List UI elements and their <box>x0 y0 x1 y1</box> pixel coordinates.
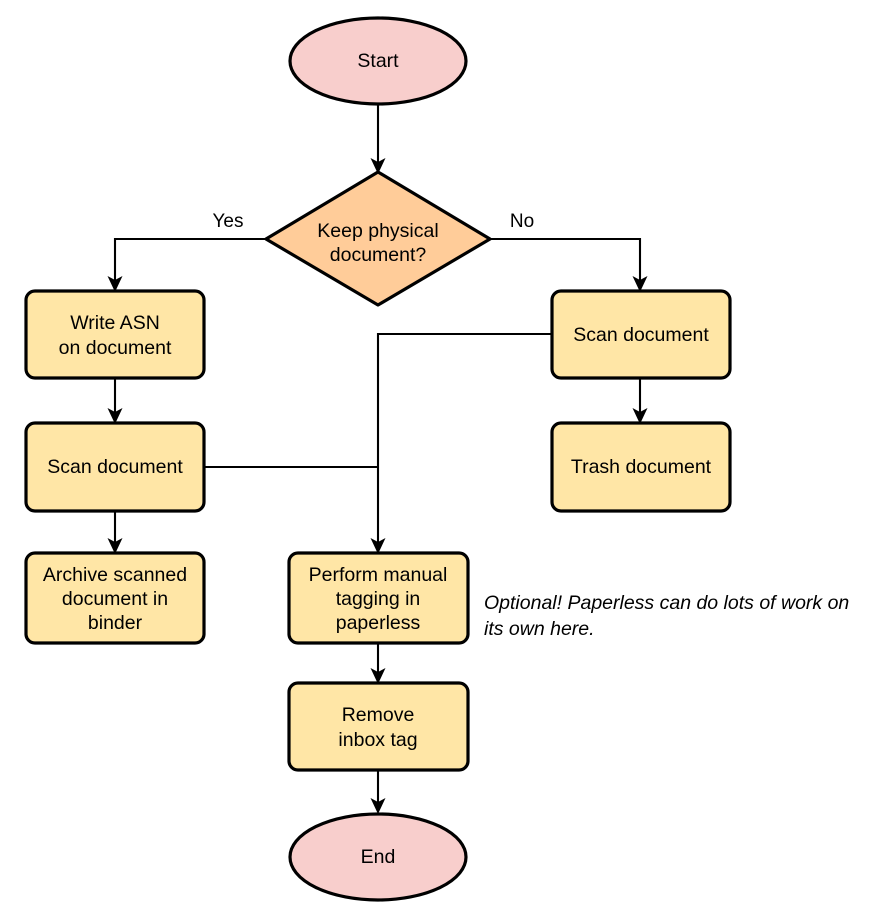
process-box[interactable] <box>550 289 732 380</box>
node-trash-document[interactable]: Trash document <box>550 421 732 513</box>
process-box[interactable] <box>24 289 206 380</box>
arrowhead-icon <box>370 668 386 684</box>
edge-tagging-to-remove-inbox <box>370 644 386 684</box>
edge-start-to-decision <box>370 104 386 174</box>
arrowhead-icon <box>632 408 648 424</box>
edge-remove-inbox-to-end <box>370 770 386 814</box>
process-box[interactable] <box>287 681 470 772</box>
node-decision-keep-physical-document[interactable]: Keep physical document? <box>264 170 492 307</box>
node-write-asn-on-document[interactable]: Write ASN on document <box>24 289 206 380</box>
node-label-end: End <box>361 846 396 868</box>
annotation-optional-paperless: Optional! Paperless can do lots of work … <box>484 592 849 640</box>
node-label-archive-line1: Archive scanned <box>43 564 187 586</box>
edge-scan-right-to-trash <box>632 378 648 424</box>
arrowhead-icon <box>632 276 648 292</box>
edge-label-yes: Yes <box>213 211 244 232</box>
node-perform-manual-tagging[interactable]: Perform manual tagging in paperless <box>287 551 470 645</box>
node-label-write-asn-line2: on document <box>59 337 172 359</box>
arrowhead-icon <box>107 276 123 292</box>
start-ellipse[interactable] <box>288 16 468 106</box>
decision-diamond[interactable] <box>264 170 492 307</box>
node-start[interactable]: Start <box>288 16 468 106</box>
node-end[interactable]: End <box>288 812 468 902</box>
node-label-start: Start <box>357 50 399 72</box>
edge-scan-left-to-archive <box>107 512 123 554</box>
node-label-tagging-line2: tagging in <box>336 588 421 610</box>
edge-line <box>490 237 642 284</box>
node-label-remove-inbox-line2: inbox tag <box>338 729 417 751</box>
node-scan-document-right[interactable]: Scan document <box>550 289 732 380</box>
edge-label-no: No <box>510 211 534 232</box>
edge-scan-right-to-tagging <box>370 332 552 554</box>
node-scan-document-left[interactable]: Scan document <box>24 421 206 513</box>
edge-decision-no-to-scan-right: No <box>490 211 648 292</box>
node-label-tagging-line3: paperless <box>336 612 421 634</box>
arrowhead-icon <box>107 408 123 424</box>
arrowhead-icon <box>107 538 123 554</box>
node-label-scan-document-right: Scan document <box>573 324 709 346</box>
node-label-remove-inbox-line1: Remove <box>342 704 415 726</box>
node-label-archive-line2: document in <box>62 588 168 610</box>
node-label-decision-line2: document? <box>330 244 427 266</box>
node-label-decision-line1: Keep physical <box>317 220 438 242</box>
process-box[interactable] <box>550 421 732 513</box>
process-box[interactable] <box>287 551 470 645</box>
node-label-scan-document-left: Scan document <box>47 456 183 478</box>
process-box[interactable] <box>24 551 206 645</box>
node-label-archive-line3: binder <box>88 612 143 634</box>
process-box[interactable] <box>24 421 206 513</box>
node-archive-scanned-document[interactable]: Archive scanned document in binder <box>24 551 206 645</box>
edge-decision-yes-to-write-asn: Yes <box>107 211 265 292</box>
edge-line <box>376 332 552 546</box>
annotation-line1: Optional! Paperless can do lots of work … <box>484 592 849 614</box>
edge-write-asn-to-scan-left <box>107 378 123 424</box>
node-label-trash-document: Trash document <box>571 456 712 478</box>
node-label-write-asn-line1: Write ASN <box>70 312 160 334</box>
arrowhead-icon <box>370 798 386 814</box>
node-remove-inbox-tag[interactable]: Remove inbox tag <box>287 681 470 772</box>
node-label-tagging-line1: Perform manual <box>309 564 448 586</box>
annotation-line2: its own here. <box>484 618 595 640</box>
edge-line <box>113 237 265 284</box>
arrowhead-icon <box>370 158 386 174</box>
arrowhead-icon <box>370 538 386 554</box>
end-ellipse[interactable] <box>288 812 468 902</box>
